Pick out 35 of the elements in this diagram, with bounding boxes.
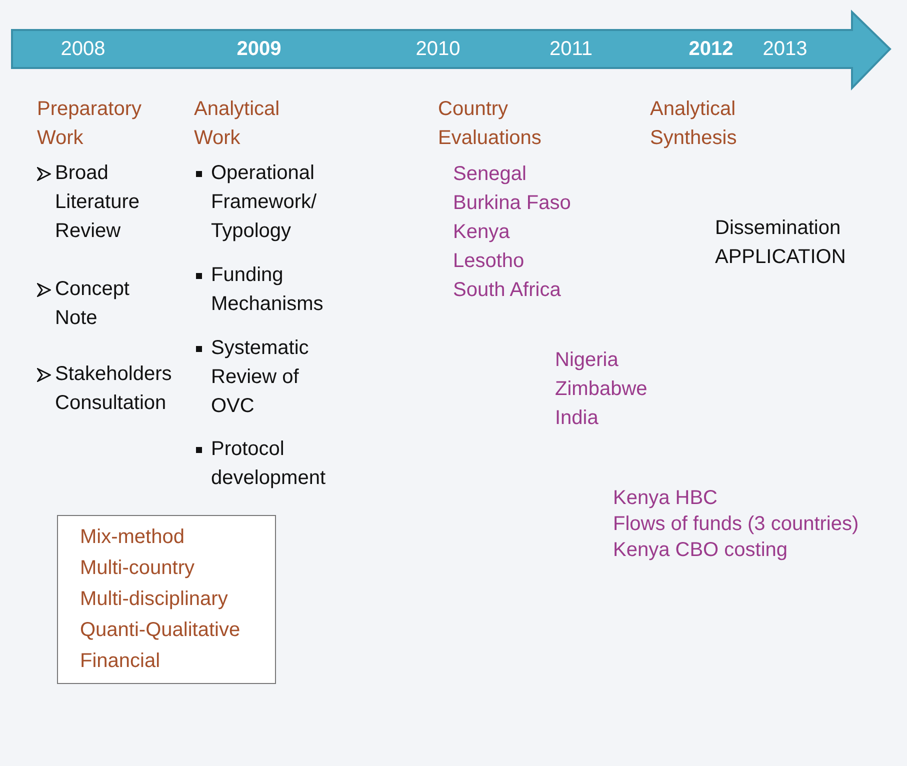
year-label: 2013 — [762, 37, 808, 61]
list-item: Funding Mechanisms — [211, 263, 324, 317]
text-label: South Africa — [453, 278, 562, 303]
list-item: Multi-disciplinary — [80, 587, 229, 612]
list-item: Protocol development — [211, 437, 327, 491]
phase-heading: Preparatory Work — [37, 97, 142, 151]
info-box — [57, 515, 276, 684]
list-item: Mix-method — [80, 525, 186, 550]
phase-heading: Analytical Work — [194, 97, 281, 151]
year-label: 2009 — [236, 37, 282, 61]
text-label: Kenya — [453, 220, 511, 245]
list-item: Stakeholders Consultation — [55, 362, 173, 416]
text-label: Kenya CBO costing — [613, 538, 789, 563]
text-label: Dissemination APPLICATION — [715, 216, 847, 270]
list-item: Broad Literature Review — [55, 161, 140, 244]
year-label: 2008 — [60, 37, 106, 61]
year-label: 2011 — [548, 37, 594, 61]
text-label: Kenya HBC — [613, 486, 718, 511]
list-item: Multi-country — [80, 556, 196, 581]
list-item: Operational Framework/ Typology — [211, 161, 318, 244]
text-label: Burkina Faso — [453, 191, 572, 216]
list-item: Concept Note — [55, 277, 130, 331]
text-label: Zimbabwe — [555, 377, 648, 402]
text-label: Lesotho — [453, 249, 526, 274]
text-label: Nigeria — [555, 348, 620, 373]
list-item: Systematic Review of OVC — [211, 336, 310, 419]
text-label: Flows of funds (3 countries) — [613, 512, 860, 537]
year-label: 2012 — [688, 37, 734, 61]
year-label: 2010 — [414, 37, 462, 61]
list-item: Quanti-Qualitative — [80, 618, 242, 643]
phase-heading: Country Evaluations — [438, 97, 542, 151]
phase-heading: Analytical Synthesis — [650, 97, 738, 151]
list-item: Financial — [80, 649, 162, 674]
text-label: India — [555, 406, 600, 431]
text-label: Senegal — [453, 162, 528, 187]
